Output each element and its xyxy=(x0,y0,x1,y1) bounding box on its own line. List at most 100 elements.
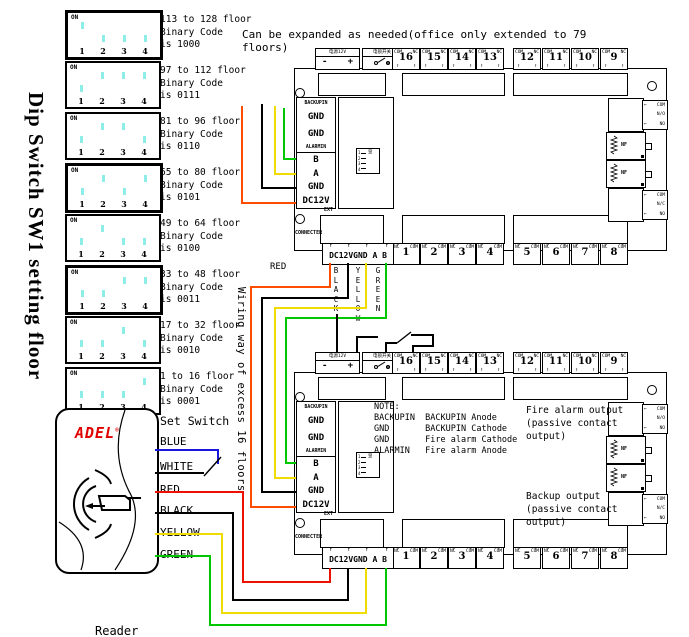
port-pin-label: COM xyxy=(530,548,539,554)
port-pin-label: COM xyxy=(478,49,487,55)
pin-arrow-icon: ↑ xyxy=(452,546,456,552)
pin-gnd: GND xyxy=(307,182,325,193)
port-pin-label: COM xyxy=(422,49,431,55)
bus-terminal-label: DC12VGND A B xyxy=(329,555,387,564)
port-number: 7 xyxy=(581,247,589,258)
card-reader: ADEL® xyxy=(55,408,159,574)
pin-arrow-icon: ↑ xyxy=(620,242,624,248)
bus-terminal: ↑↑↑↑DC12VGND A B xyxy=(322,243,394,265)
dip-switch-2: 2 xyxy=(96,114,108,158)
port-pin-label: NC xyxy=(412,353,418,359)
pin-arrow-icon: ↑ xyxy=(385,546,389,553)
pin-arrow-icon: ↑ xyxy=(480,63,484,69)
dip-tick xyxy=(80,85,83,92)
port-pin-label: NC xyxy=(440,49,446,55)
pin-arrow-icon: ↑ xyxy=(396,546,400,552)
pin-arrow-icon: ↑ xyxy=(365,546,369,553)
pin-arrow-icon: ↑ xyxy=(533,367,537,373)
pin-arrow-icon: ↑ xyxy=(412,546,416,552)
port-pin-label: NC xyxy=(450,548,456,554)
dip-number: 1 xyxy=(78,96,84,106)
coil-corner-mark xyxy=(641,487,644,490)
dip-tick xyxy=(123,35,126,42)
dip-number: 1 xyxy=(79,199,85,209)
dip-number: 2 xyxy=(99,351,105,361)
set-switch-blade xyxy=(203,456,222,477)
fire-alarm-output-note: Fire alarm output (passive contact outpu… xyxy=(526,405,624,442)
port-number: 2 xyxy=(430,551,438,562)
port-pin-label: NC xyxy=(602,548,608,554)
pin-arrow-icon: ↑ xyxy=(440,367,444,373)
dip-switch-3: 3 xyxy=(117,369,129,413)
arrow-left-icon: ← xyxy=(644,515,647,521)
mounting-hole-2 xyxy=(295,214,305,224)
pin-arrow-icon: ↑ xyxy=(533,63,537,69)
dip-switch-3: 3 xyxy=(117,318,129,362)
arrow-left-icon: ← xyxy=(644,211,647,217)
pin-arrow-icon: ↑ xyxy=(496,367,500,373)
pin-arrow-icon: ↑ xyxy=(496,242,500,248)
power-terminal-pins: -+ xyxy=(322,57,353,67)
arrow-left-icon: ← xyxy=(644,497,647,503)
pin-arrow-icon: ↑ xyxy=(440,63,444,69)
relay-pin-no: N/O xyxy=(656,112,665,118)
relay-output-box-1 xyxy=(608,98,644,132)
arrow-left-icon: ← xyxy=(644,193,647,199)
port-pin-label: COM xyxy=(394,353,403,359)
port-number: 7 xyxy=(581,551,589,562)
port-pin-label: NC xyxy=(573,548,579,554)
component-area xyxy=(338,97,394,209)
dip-number: 2 xyxy=(100,199,106,209)
dip-tick xyxy=(122,238,125,245)
port-pin-label: NC xyxy=(620,353,626,359)
pin-gnd: GND xyxy=(307,112,325,123)
dip-number: 1 xyxy=(78,402,84,412)
dip-switch-4: 4 xyxy=(139,166,151,210)
pin-backupin: BACKUPIN xyxy=(304,101,328,107)
coil-label: NF xyxy=(621,446,628,452)
dip-number: 1 xyxy=(78,147,84,157)
mounting-hole-1 xyxy=(647,81,657,91)
port-number: 5 xyxy=(523,247,531,258)
pin-arrow-icon: ↑ xyxy=(385,242,389,249)
port-pin-label: COM xyxy=(493,548,502,554)
coil-contact xyxy=(645,143,652,150)
relay-coil-0: NF xyxy=(606,132,652,160)
port-pin-label: NC xyxy=(394,548,400,554)
port-pin-label: NC xyxy=(412,49,418,55)
port-pin-label: COM xyxy=(530,244,539,250)
pin-arrow-icon: ↑ xyxy=(575,546,579,552)
relay-output-box-1 xyxy=(608,402,644,436)
port-number: 2 xyxy=(430,247,438,258)
port-number: 16 xyxy=(399,52,413,63)
pin-a: A xyxy=(313,168,319,179)
reader-body-curves xyxy=(58,410,137,571)
port-pin-label: COM xyxy=(409,548,418,554)
port-pin-label: COM xyxy=(409,244,418,250)
pin-arrow-icon: ↑ xyxy=(517,367,521,373)
onboard-dip-on: ON xyxy=(367,149,373,154)
dip-tick xyxy=(81,188,84,195)
port-number: 13 xyxy=(483,52,497,63)
pin-b: B xyxy=(313,154,319,165)
port-pin-label: COM xyxy=(559,244,568,250)
port-pin-label: COM xyxy=(465,244,474,250)
pin-arrow-icon: ↑ xyxy=(562,63,566,69)
port-number: 9 xyxy=(610,52,618,63)
card-swipe-icon xyxy=(72,469,141,539)
dip-tick xyxy=(101,340,104,347)
port-pin-label: COM xyxy=(617,244,626,250)
dip-number: 4 xyxy=(142,46,148,56)
dip-switch-2: 2 xyxy=(96,318,108,362)
backup-output-note: Backup output (passive contact output) xyxy=(526,491,618,528)
dip-number: 2 xyxy=(99,402,105,412)
relay-bank-1 xyxy=(402,377,505,400)
